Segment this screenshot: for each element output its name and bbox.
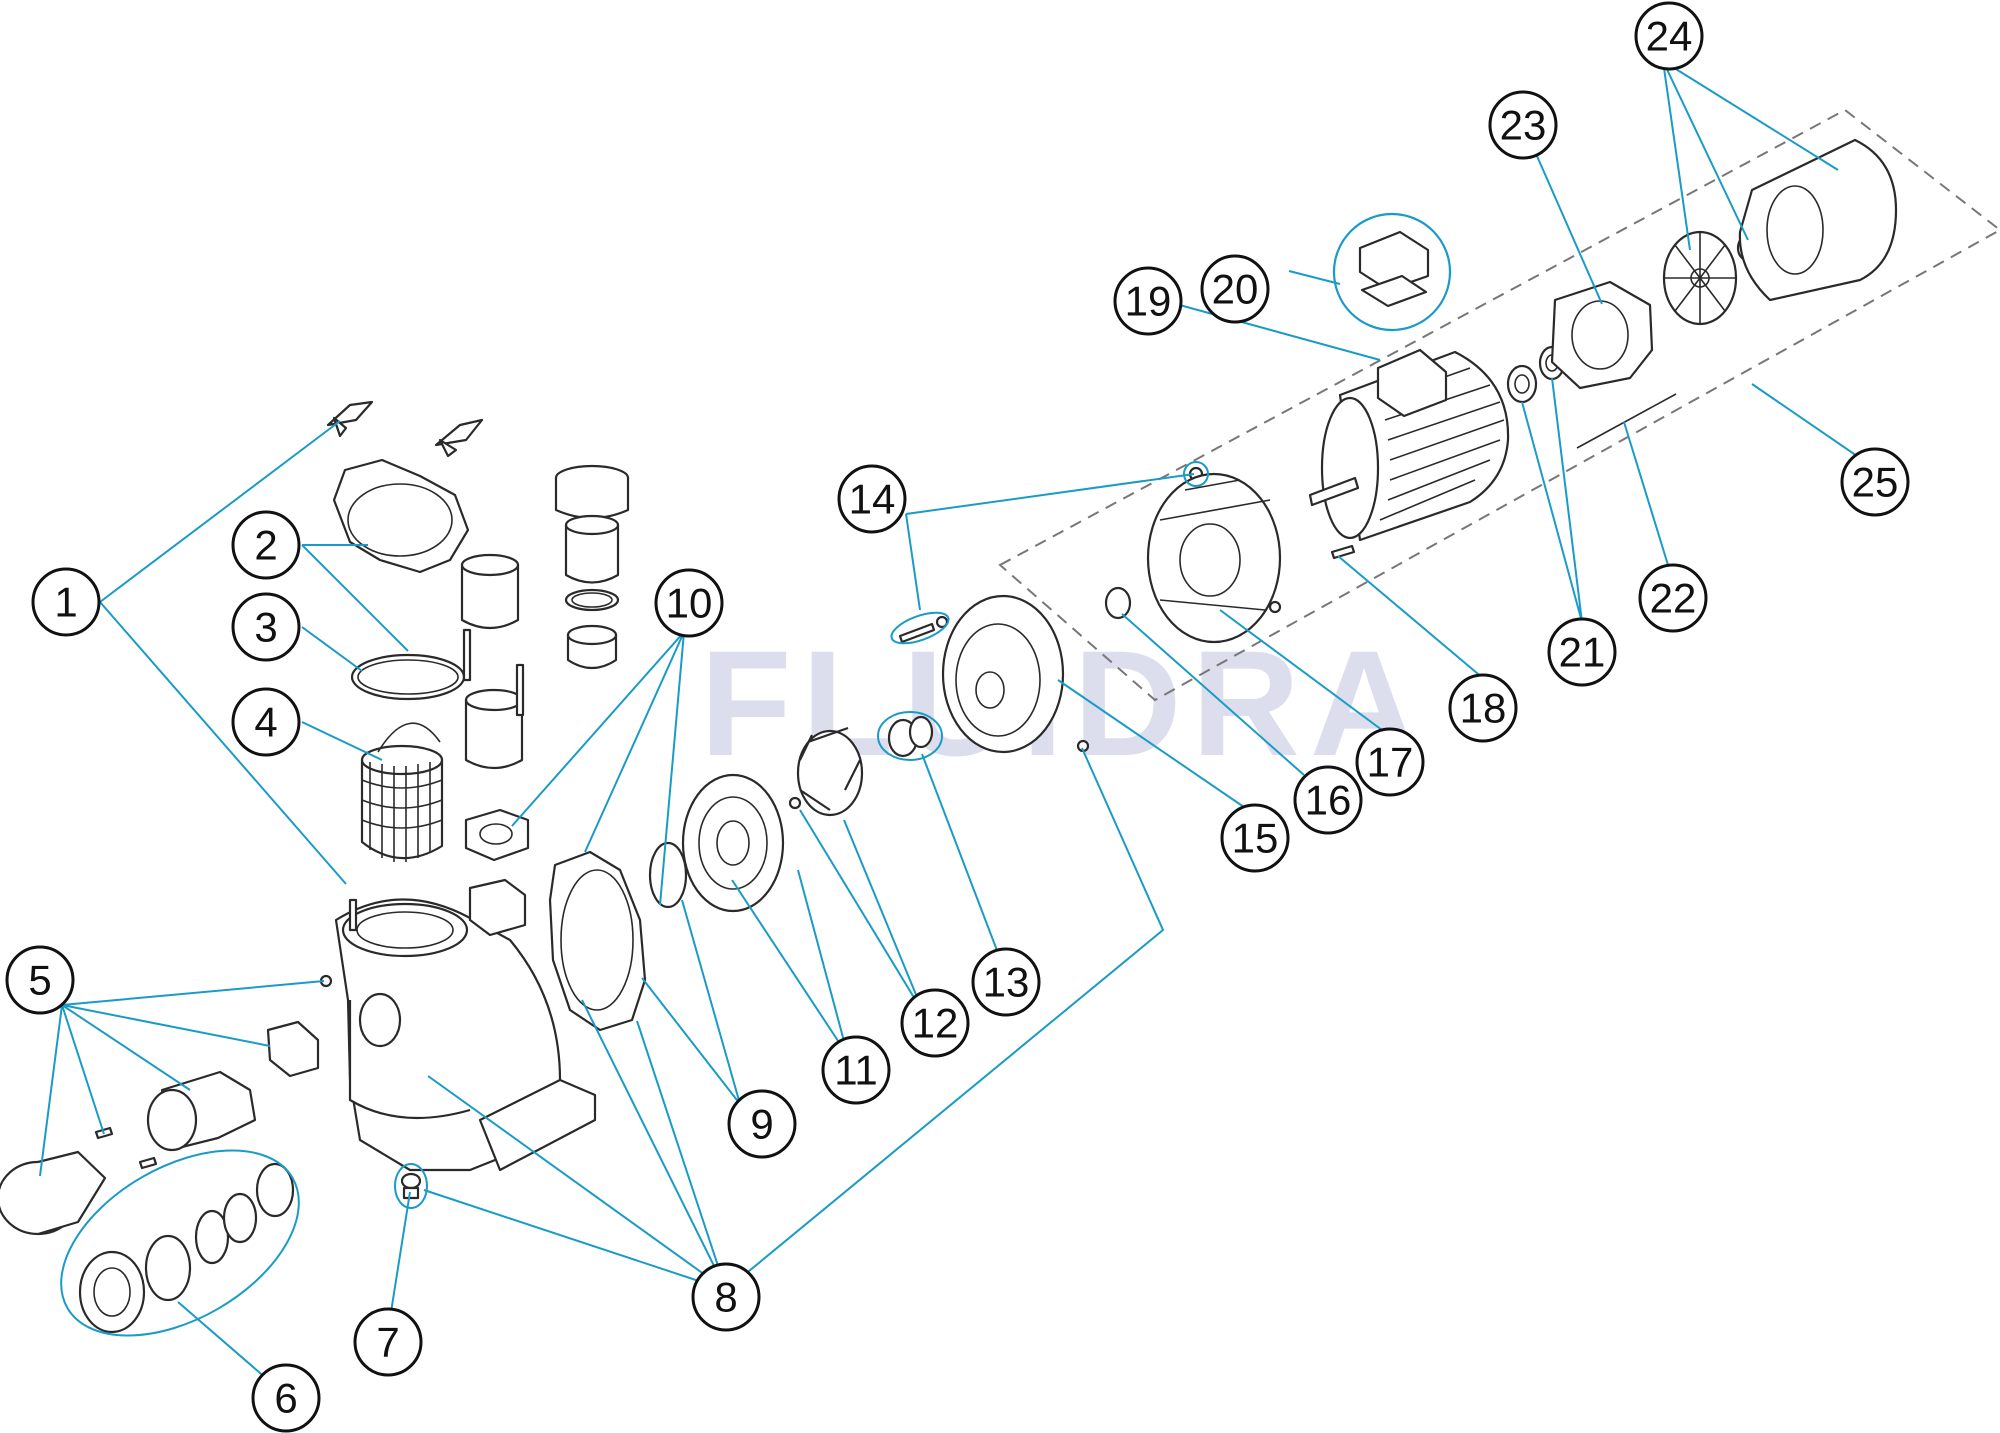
svg-text:24: 24 [1646, 13, 1693, 60]
svg-text:5: 5 [28, 957, 51, 1004]
callout-14: 14 [837, 464, 907, 534]
callouts: 1 2 3 4 5 6 7 8 9 10 11 12 13 14 15 16 1… [5, 1, 1910, 1433]
motor-rear-flange [1550, 280, 1654, 390]
callout-13: 13 [971, 947, 1041, 1017]
shaft-key [1330, 544, 1356, 560]
callout-17: 17 [1355, 727, 1425, 797]
flange-gasket [464, 808, 530, 862]
strainer-lid-window [347, 483, 453, 557]
mechanical-seal [887, 715, 934, 758]
callout-24: 24 [1634, 1, 1704, 71]
callout-22: 22 [1638, 563, 1708, 633]
svg-text:4: 4 [254, 699, 277, 746]
motor-assembly-outline [998, 108, 2000, 702]
callout-8: 8 [691, 1262, 761, 1332]
callout-11: 11 [821, 1035, 891, 1105]
svg-text:17: 17 [1367, 739, 1414, 786]
tie-rod [1576, 393, 1677, 449]
svg-text:2: 2 [254, 522, 277, 569]
suction-elbow [146, 1070, 257, 1152]
bearing-front [1506, 364, 1538, 404]
callout-6: 6 [251, 1363, 321, 1433]
svg-text:12: 12 [912, 1000, 959, 1047]
shaft-seal [1104, 586, 1132, 620]
callout-9: 9 [727, 1089, 797, 1159]
housing-gasket [548, 850, 647, 1032]
leader-lines [39, 60, 1877, 1393]
svg-text:18: 18 [1460, 685, 1507, 732]
terminal-box-inset [1332, 212, 1452, 332]
callout-25: 25 [1840, 447, 1910, 517]
lid-knob-right [434, 418, 484, 458]
discharge-pipe [464, 688, 524, 770]
svg-text:1: 1 [54, 579, 77, 626]
screw [138, 1156, 158, 1170]
strainer-basket [360, 722, 444, 862]
fan-cover [1738, 138, 1898, 302]
svg-text:19: 19 [1125, 278, 1172, 325]
callout-3: 3 [231, 592, 301, 662]
svg-text:10: 10 [666, 580, 713, 627]
motor-body [1308, 348, 1510, 542]
callout-16: 16 [1293, 765, 1363, 835]
screw [462, 628, 472, 682]
diffuser-o-ring [648, 841, 688, 909]
svg-text:25: 25 [1852, 459, 1899, 506]
callout-19: 19 [1113, 266, 1183, 336]
bolt [898, 622, 936, 644]
callout-21: 21 [1547, 617, 1617, 687]
svg-text:21: 21 [1559, 629, 1606, 676]
callout-20: 20 [1200, 254, 1270, 324]
union-group-outline [60, 1149, 300, 1337]
svg-text:23: 23 [1500, 102, 1547, 149]
nut [1268, 600, 1282, 614]
callout-10: 10 [654, 568, 724, 638]
suction-union-nut [0, 1150, 107, 1236]
drain-plug-assembly [400, 1172, 422, 1200]
suction-pipe-upper [460, 553, 520, 630]
impeller-nut [788, 796, 802, 810]
svg-text:20: 20 [1212, 266, 1259, 313]
svg-text:15: 15 [1232, 815, 1279, 862]
callout-15: 15 [1220, 803, 1290, 873]
svg-text:16: 16 [1305, 777, 1352, 824]
screw [515, 663, 525, 717]
callout-2: 2 [231, 510, 301, 580]
svg-text:3: 3 [254, 604, 277, 651]
union-set [78, 1162, 295, 1334]
callout-7: 7 [353, 1307, 423, 1377]
callout-5: 5 [5, 945, 75, 1015]
lid-o-ring [350, 653, 466, 701]
svg-text:9: 9 [750, 1101, 773, 1148]
svg-text:7: 7 [376, 1319, 399, 1366]
callout-12: 12 [900, 988, 970, 1058]
callout-4: 4 [231, 687, 301, 757]
seal-plate [941, 594, 1065, 754]
pump-housing [334, 878, 597, 1172]
svg-text:22: 22 [1650, 575, 1697, 622]
svg-text:6: 6 [274, 1375, 297, 1422]
cooling-fan [1662, 230, 1738, 326]
callout-1: 1 [31, 567, 101, 637]
lid-knob-left [326, 400, 374, 438]
callout-23: 23 [1488, 90, 1558, 160]
diffuser [681, 773, 785, 913]
union-fitting-upper [554, 464, 630, 670]
svg-text:14: 14 [849, 476, 896, 523]
svg-text:11: 11 [834, 1047, 878, 1094]
svg-text:13: 13 [983, 959, 1030, 1006]
suction-flange-gasket [266, 1020, 320, 1078]
callout-18: 18 [1448, 673, 1518, 743]
impeller [796, 726, 864, 817]
motor-front-flange [1146, 472, 1282, 644]
svg-text:8: 8 [714, 1274, 737, 1321]
